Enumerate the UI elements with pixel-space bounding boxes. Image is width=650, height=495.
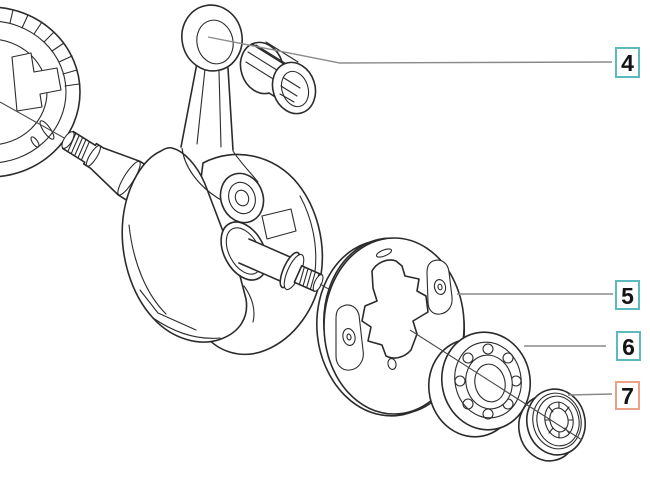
callout-5-number[interactable]: 5 — [621, 283, 634, 309]
exploded-axis-line-overlay — [409, 329, 583, 441]
cup-pawl-notch — [11, 52, 62, 112]
callout-4-box[interactable] — [615, 47, 640, 78]
cup-slot-small — [30, 136, 40, 148]
crank-pin-eye — [219, 172, 265, 224]
drive-plate-pad-right — [426, 259, 453, 315]
callout-7-number[interactable]: 7 — [621, 383, 634, 409]
bearing-cage-bars — [245, 41, 299, 83]
callout-4-number[interactable]: 4 — [621, 50, 634, 76]
bearing-needles — [279, 77, 301, 103]
needle-bearing-drawing — [239, 41, 317, 115]
callout-7-box[interactable] — [615, 381, 640, 410]
exploded-axis-line-left — [0, 101, 67, 140]
callout-6[interactable]: 6 — [616, 331, 641, 361]
cup-rim-hatching — [9, 9, 80, 87]
drive-plate-slot — [375, 248, 393, 258]
crank-web-tab — [261, 208, 297, 240]
bearing-balls — [454, 343, 522, 420]
callout-6-number[interactable]: 6 — [622, 334, 635, 360]
oil-seal-drawing — [518, 388, 586, 462]
drive-plate-hole — [387, 358, 397, 370]
callout-5-box[interactable] — [615, 280, 640, 310]
leader-line-7 — [567, 393, 613, 396]
callout-4[interactable]: 4 — [615, 47, 640, 78]
ball-bearing-drawing — [427, 331, 532, 438]
cup-slot — [39, 120, 55, 140]
callout-6-box[interactable] — [616, 331, 641, 361]
drive-plate-drawing — [315, 237, 466, 417]
crankshaft-right-stub — [220, 221, 324, 292]
thread-hatching — [67, 132, 90, 161]
leader-line-4 — [207, 36, 613, 64]
callout-7[interactable]: 7 — [615, 381, 640, 410]
flywheel-cup-drawing — [0, 6, 81, 178]
leader-lines — [207, 36, 613, 396]
callout-5[interactable]: 5 — [615, 280, 640, 310]
drive-plate-pad-left — [335, 304, 364, 371]
crank-web-left — [121, 146, 248, 343]
